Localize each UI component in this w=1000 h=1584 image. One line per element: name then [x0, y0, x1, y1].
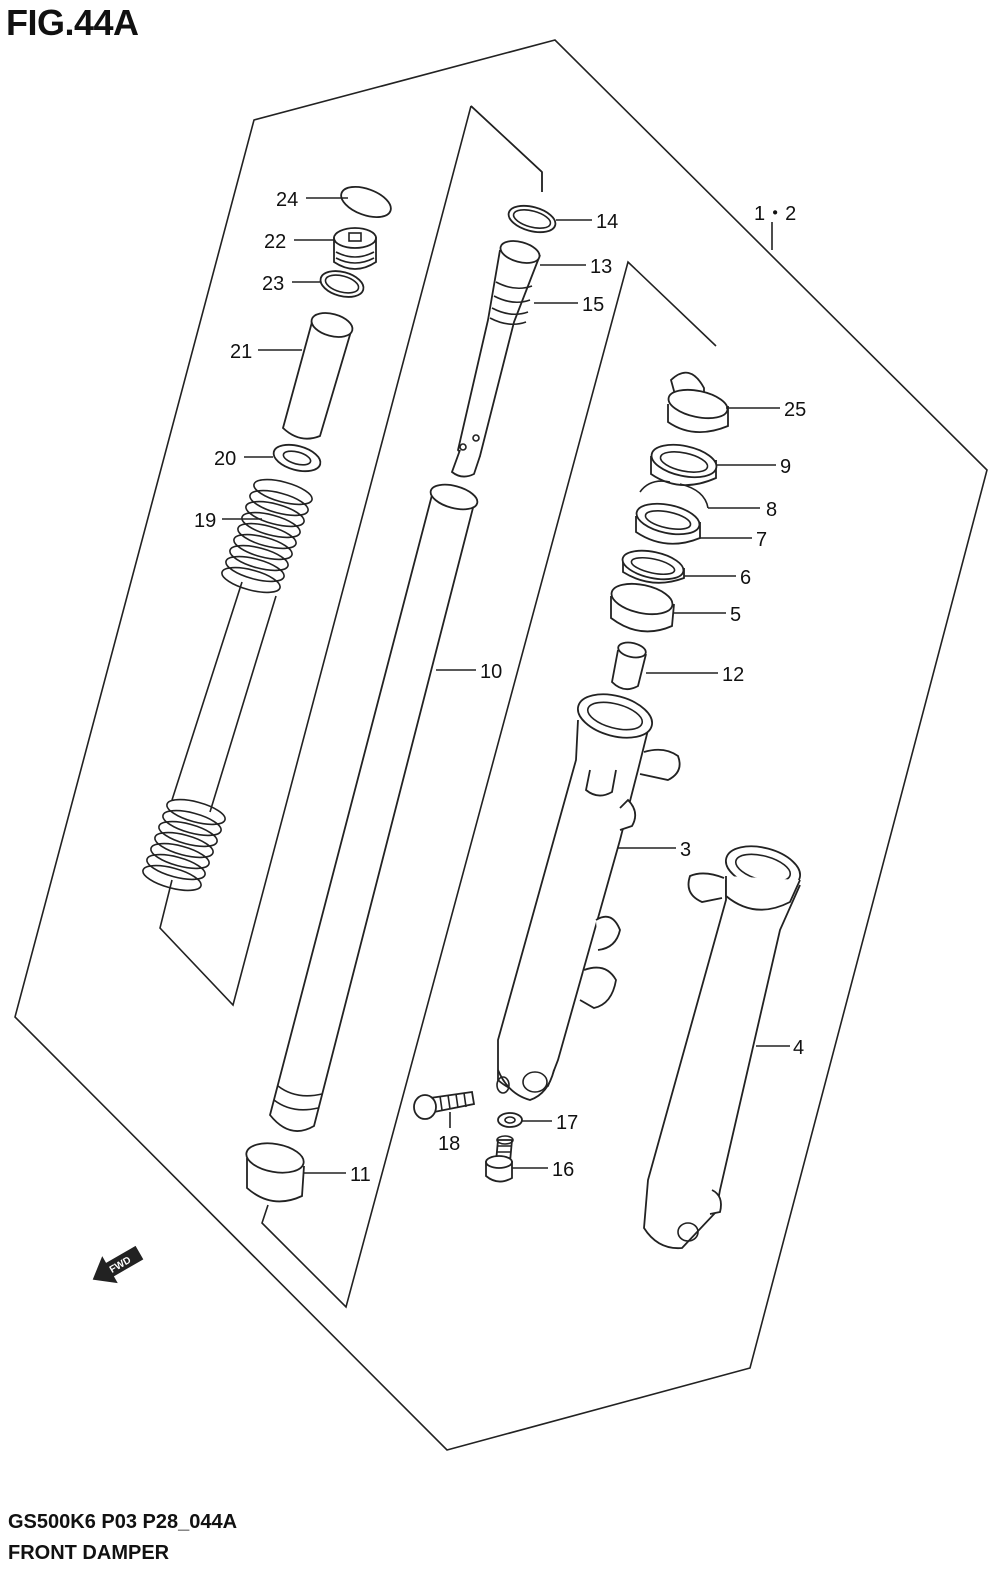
fwd-label: FWD	[108, 1255, 133, 1276]
part-20-washer	[272, 443, 322, 473]
part-12-oil-lock-piece	[611, 641, 647, 691]
part-10-inner-tube	[269, 483, 479, 1132]
part-6-washer	[621, 549, 685, 584]
callout-label-9: 9	[780, 456, 791, 478]
callout-label-23: 23	[262, 273, 284, 295]
callout-label-22: 22	[264, 231, 286, 253]
part-13-15-damper-rod	[450, 240, 541, 478]
callout-label-12: 12	[722, 664, 744, 686]
callout-label-6: 6	[740, 567, 751, 589]
part-25-dust-seal	[667, 371, 729, 434]
callout-label-15: 15	[582, 294, 604, 316]
callout-label-3: 3	[680, 839, 691, 861]
callout-label-16: 16	[552, 1159, 574, 1181]
model-code: GS500K6 P03 P28_044A	[8, 1511, 238, 1533]
part-16-bolt	[485, 1135, 514, 1183]
part-22-cap-bolt	[333, 227, 377, 270]
part-4-outer-tube-right	[643, 845, 801, 1250]
frame-group-right	[261, 260, 717, 1309]
assembly-frame-outer	[14, 39, 988, 1451]
callout-label-13: 13	[590, 256, 612, 278]
frame-group-top	[470, 105, 543, 192]
part-14-ring	[507, 204, 557, 234]
callout-label-17: 17	[556, 1112, 578, 1134]
fwd-arrow-icon: FWD	[92, 1245, 144, 1284]
part-5-slide-bushing	[610, 582, 675, 633]
callout-label-4: 4	[793, 1037, 804, 1059]
callout-label-19: 19	[194, 510, 216, 532]
part-21-spacer-tube	[281, 312, 354, 440]
frame-group-left	[159, 105, 472, 1007]
callout-label-10: 10	[480, 661, 502, 683]
callout-label-21: 21	[230, 341, 252, 363]
part-11-bushing	[245, 1142, 305, 1203]
callout-label-25: 25	[784, 399, 806, 421]
figure-title: FIG.44A	[6, 2, 139, 43]
callout-label-20: 20	[214, 448, 236, 470]
callout-label-14: 14	[596, 211, 618, 233]
callout-label-1-2: 1・2	[754, 203, 796, 225]
figure-name: FRONT DAMPER	[8, 1542, 170, 1564]
callout-label-7: 7	[756, 529, 767, 551]
callout-label-24: 24	[276, 189, 298, 211]
part-18-bolt	[413, 1090, 476, 1120]
callout-label-18: 18	[438, 1133, 460, 1155]
callout-label-5: 5	[730, 604, 741, 626]
part-17-gasket	[497, 1112, 523, 1128]
callout-label-8: 8	[766, 499, 777, 521]
part-3-outer-tube-left	[496, 693, 681, 1101]
callout-label-11: 11	[350, 1164, 371, 1186]
part-19-fork-spring	[142, 478, 313, 892]
part-23-o-ring	[319, 270, 365, 298]
part-9-oil-seal	[650, 443, 718, 487]
part-8-stopper-ring	[639, 480, 709, 509]
part-24-cap	[340, 185, 392, 219]
part-7-seal	[635, 502, 701, 545]
